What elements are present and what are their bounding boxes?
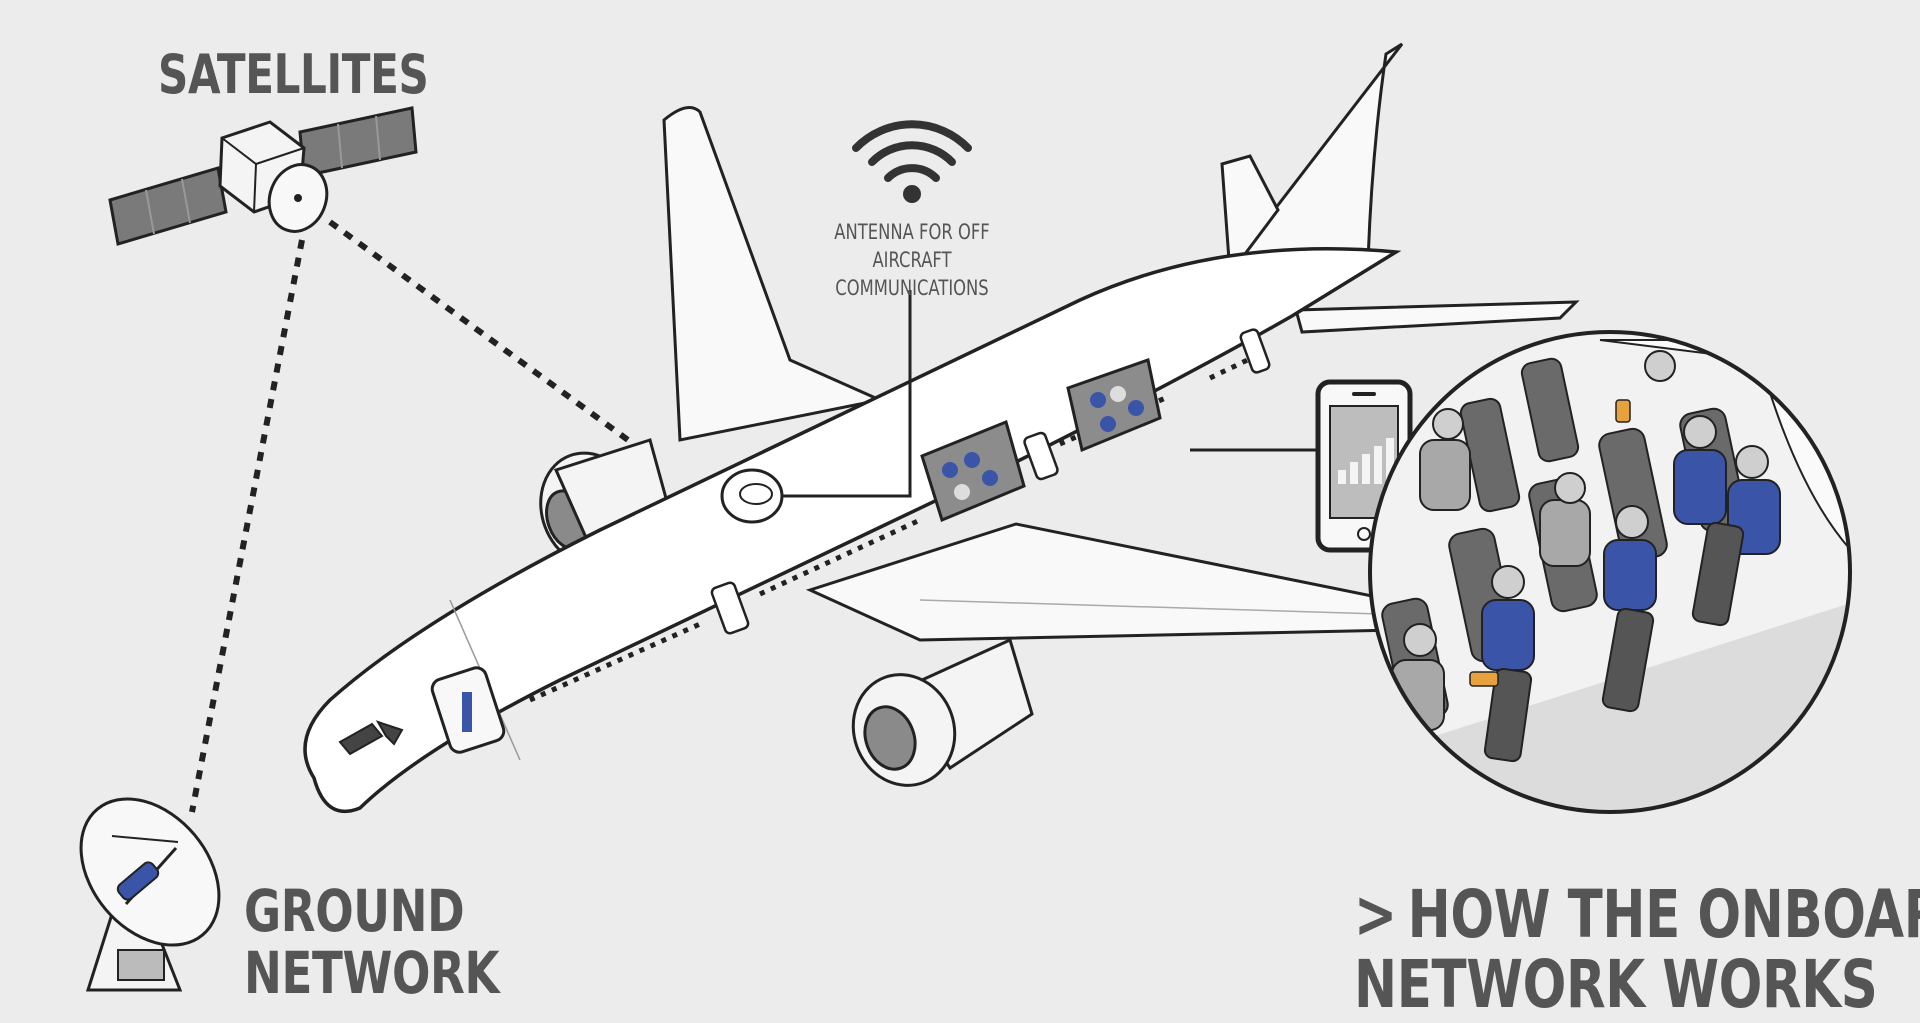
how-heading-line2: NETWORK WORKS [1354, 946, 1878, 1023]
how-heading-line1: >HOW THE ONBOARD [1354, 880, 1920, 950]
ground-dish-icon [79, 797, 221, 992]
antenna-label: ANTENNA FOR OFF AIRCRAFT COMMUNICATIONS [811, 218, 1014, 302]
how-network-works-heading: >HOW THE ONBOARD NETWORK WORKS [1354, 880, 1920, 1020]
satellite-to-aircraft-link [328, 219, 630, 443]
antenna-callout-line [782, 290, 912, 498]
antenna-label-line1: ANTENNA FOR OFF AIRCRAFT [834, 220, 990, 272]
how-heading-line1-text: HOW THE ONBOARD [1407, 876, 1920, 953]
antenna-label-line2: COMMUNICATIONS [835, 276, 989, 300]
wifi-icon [852, 120, 972, 203]
ground-network-label: GROUND NETWORK [244, 877, 500, 1007]
arrow-prefix: > [1354, 876, 1397, 953]
satellite-icon [108, 106, 418, 246]
ground-label-line1: GROUND [244, 877, 465, 945]
cabin-window-rear [1066, 358, 1162, 453]
airplane-icon [303, 42, 1580, 814]
cabin-passengers-icon [1368, 330, 1852, 814]
ground-label-line2: NETWORK [244, 939, 500, 1007]
satellites-label: SATELLITES [158, 43, 429, 106]
satellite-to-ground-link [189, 239, 305, 813]
cabin-window-front [920, 419, 1026, 523]
